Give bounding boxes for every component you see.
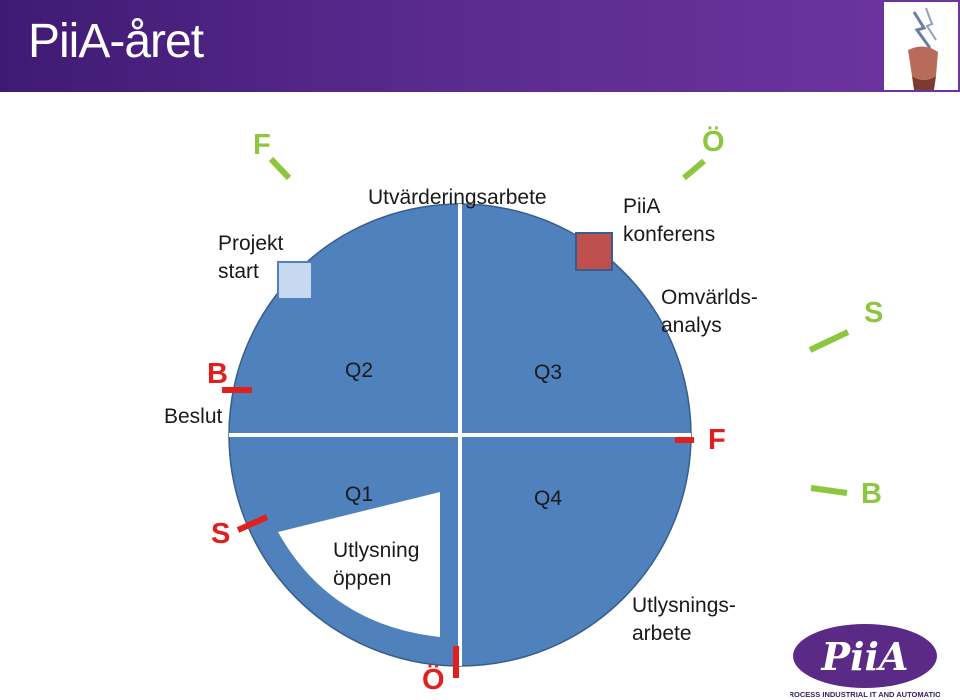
outer-letter-f: F xyxy=(253,129,271,162)
logo-text: PiiA xyxy=(821,634,909,679)
quadrant-q4-label: Q4 xyxy=(534,485,562,513)
piia-logo: PiiA PROCESS INDUSTRIAL IT AND AUTOMATIO… xyxy=(790,622,940,700)
environment-analysis-label: Omvärlds- analys xyxy=(661,284,758,340)
outer-letter-s: S xyxy=(864,297,883,330)
inner-letter-s: S xyxy=(211,518,230,551)
inner-letter-b: B xyxy=(207,358,228,391)
call-work-label: Utlysnings- arbete xyxy=(632,592,736,648)
quadrant-q1-label: Q1 xyxy=(345,481,373,509)
call-open-label: Utlysning öppen xyxy=(333,537,419,593)
inner-letter-o: Ö xyxy=(422,664,445,697)
evaluation-work-label: Utvärderingsarbete xyxy=(368,184,547,212)
outer-s-marker xyxy=(810,332,848,350)
outer-o-marker xyxy=(684,161,704,178)
logo-tagline: PROCESS INDUSTRIAL IT AND AUTOMATION xyxy=(790,690,940,699)
piia-conference-label: PiiA konferens xyxy=(623,193,715,249)
quadrant-q3-label: Q3 xyxy=(534,359,562,387)
outer-letter-o: Ö xyxy=(702,126,725,159)
inner-letter-f: F xyxy=(708,424,726,457)
conference-box xyxy=(576,233,612,270)
outer-f-marker xyxy=(271,159,289,178)
quadrant-q2-label: Q2 xyxy=(345,357,373,385)
project-start-label: Projekt start xyxy=(218,230,283,286)
outer-b-marker xyxy=(811,488,847,493)
decision-label: Beslut xyxy=(164,403,222,431)
outer-letter-b: B xyxy=(861,478,882,511)
